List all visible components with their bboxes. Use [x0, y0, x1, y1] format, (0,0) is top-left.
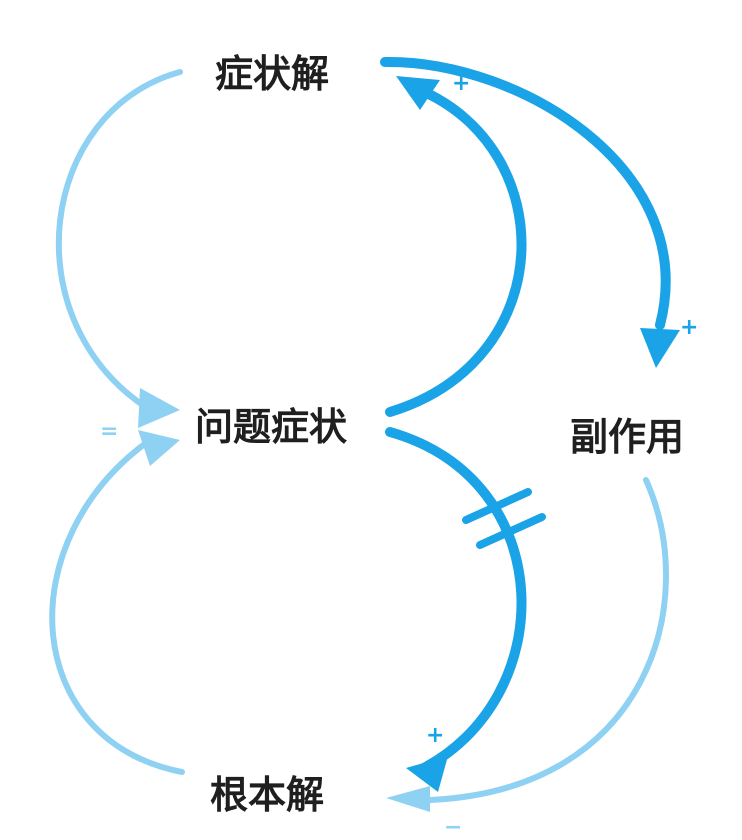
sign-side-effect-link: +	[680, 315, 698, 340]
sign-side-effect-to-fundamental: −	[444, 815, 462, 840]
arrowhead-into-problem-bottom	[138, 430, 180, 466]
arc-problem-to-fundamental	[385, 427, 527, 775]
arrowhead-into-problem-top	[138, 388, 180, 428]
arrowhead-into-fundamental	[406, 756, 448, 792]
arc-problem-to-symptom-solution	[385, 85, 527, 417]
sign-symptom-feedback: +	[452, 71, 470, 96]
arrowhead-into-side-effect	[640, 328, 680, 368]
arrowhead-into-fundamental-light	[386, 786, 430, 812]
arrowhead-into-symptom-solution	[396, 76, 440, 110]
delay-mark-line-1	[462, 488, 532, 524]
node-side-effect: 副作用	[570, 415, 684, 459]
node-symptomatic-solution: 症状解	[215, 52, 329, 96]
node-fundamental-solution: 根本解	[210, 773, 324, 817]
node-problem-symptom: 问题症状	[195, 405, 348, 449]
arc-fundamental-to-problem	[49, 437, 185, 775]
arc-symptom-solution-to-problem	[55, 69, 183, 413]
sign-to-problem-left: =	[100, 419, 118, 444]
delay-mark-line-2	[476, 513, 546, 549]
arc-symptom-solution-to-side-effect	[380, 56, 671, 330]
sign-fundamental-link: +	[426, 723, 444, 748]
arc-side-effect-to-fundamental	[427, 477, 669, 803]
